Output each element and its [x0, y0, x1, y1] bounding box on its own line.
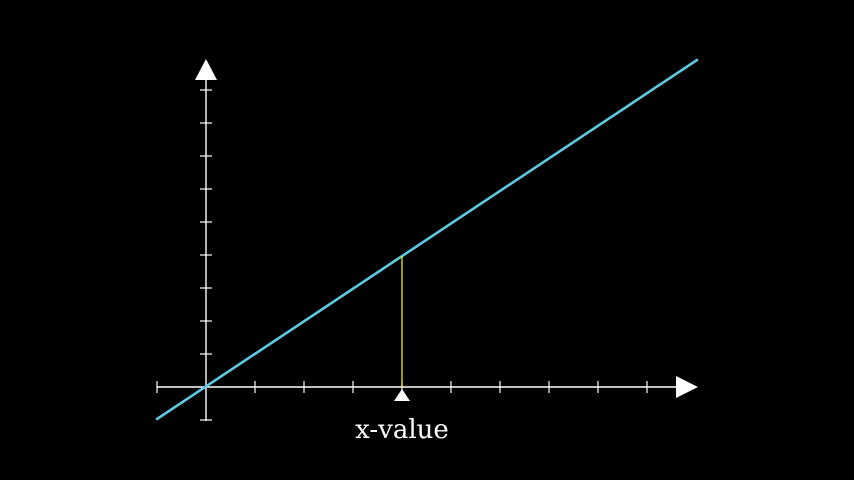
y-axis-arrow [195, 59, 217, 80]
x-value-marker-triangle [394, 389, 410, 401]
x-value-label: x-value [355, 415, 449, 445]
x-axis-arrow [676, 376, 698, 398]
function-line [155, 58, 699, 421]
